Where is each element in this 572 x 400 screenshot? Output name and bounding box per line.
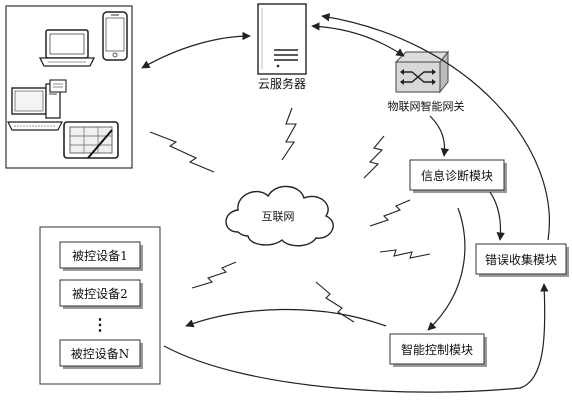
arrow-server-clients	[141, 31, 251, 69]
arrow-diagnosis-error	[489, 191, 505, 241]
server-icon	[257, 3, 307, 75]
device-box-2: 被控设备2	[59, 279, 143, 309]
info-diagnosis-module: 信息诊断模块	[409, 159, 507, 193]
lightning-icon	[369, 199, 411, 227]
device-2-label: 被控设备2	[72, 287, 128, 301]
arrow-gateway-diagnosis	[429, 115, 450, 157]
error-collection-module: 错误收集模块	[475, 243, 569, 277]
arrow-server-gateway	[311, 22, 405, 57]
device-box-1: 被控设备1	[59, 241, 143, 271]
client-devices-group	[5, 5, 133, 169]
lightning-icon	[379, 249, 431, 259]
error-collection-label: 错误收集模块	[485, 252, 557, 267]
device-n-label: 被控设备N	[71, 347, 130, 361]
smartphone-icon	[102, 11, 128, 61]
arrow-diagnosis-control	[427, 207, 466, 331]
smart-control-module: 智能控制模块	[389, 333, 487, 367]
arrow-control-devices	[185, 308, 387, 328]
internet-label: 互联网	[262, 210, 295, 223]
arrow-devices-error	[163, 283, 549, 393]
device-box-n: 被控设备N	[59, 339, 143, 369]
cloud-server-label: 云服务器	[258, 76, 306, 91]
tablet-icon	[63, 121, 119, 159]
gateway-icon	[394, 50, 450, 94]
controlled-devices-group: 被控设备1 被控设备2 ⋮ 被控设备N	[39, 226, 161, 385]
lightning-icon	[191, 261, 237, 289]
lightning-icon	[281, 107, 297, 161]
info-diagnosis-label: 信息诊断模块	[421, 168, 493, 183]
smart-control-label: 智能控制模块	[401, 342, 473, 357]
cloud-icon	[225, 185, 334, 247]
lightning-icon	[149, 131, 215, 173]
devices-ellipsis: ⋮	[92, 315, 108, 334]
iot-gateway-label: 物联网智能网关	[388, 99, 465, 113]
printer-icon	[49, 79, 67, 93]
lightning-icon	[363, 135, 385, 179]
arrow-error-server	[321, 13, 550, 241]
device-1-label: 被控设备1	[72, 249, 128, 263]
laptop-icon	[38, 29, 96, 67]
